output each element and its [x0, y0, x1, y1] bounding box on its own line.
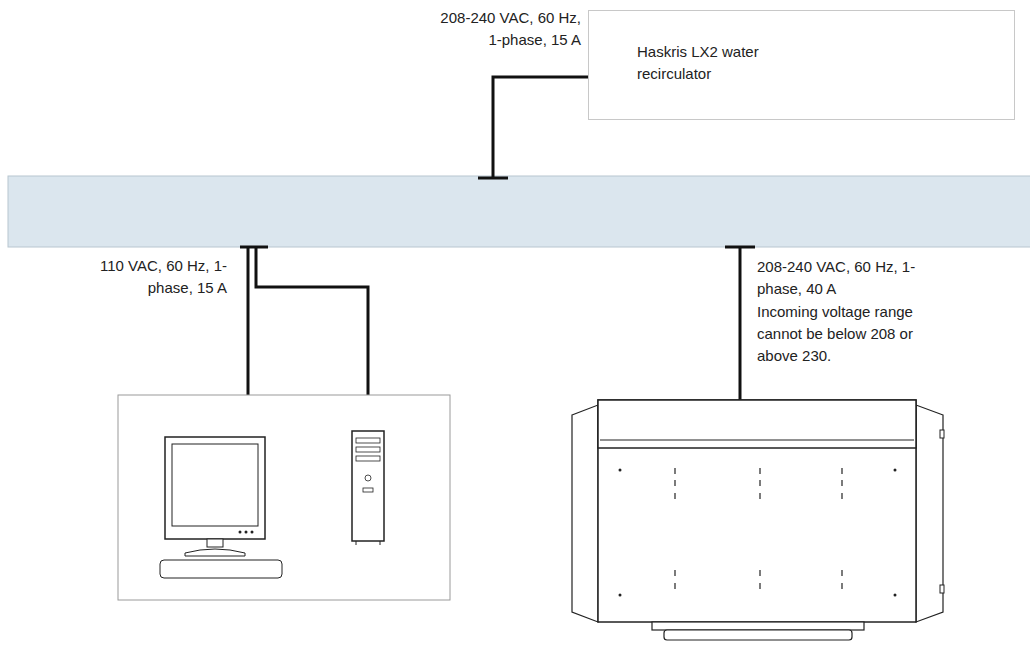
equipment-box: Haskris LX2 water recirculator — [588, 10, 1015, 120]
equipment-name: Haskris LX2 water recirculator — [589, 11, 797, 95]
laser-system — [572, 400, 944, 640]
power-wires — [240, 77, 755, 437]
note: Incoming voltage range cannot be below 2… — [757, 301, 932, 367]
voltage-spec: 110 VAC, 60 Hz, 1-phase, 15 A — [77, 255, 227, 299]
computer-workstation — [118, 395, 450, 600]
voltage-spec: 208-240 VAC, 60 Hz, 1-phase, 40 A — [757, 256, 932, 300]
voltage-spec: 208-240 VAC, 60 Hz, 1-phase, 15 A — [431, 7, 581, 51]
utility-band — [8, 176, 1030, 247]
